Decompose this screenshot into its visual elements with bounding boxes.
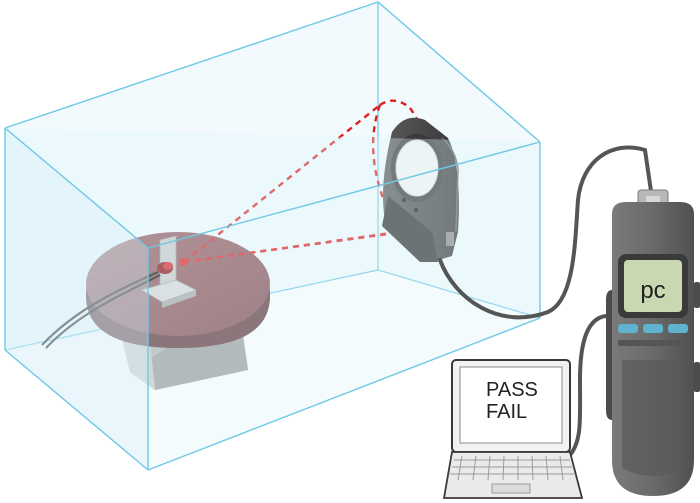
enclosure-front	[4, 127, 541, 471]
sensor-cable	[438, 145, 654, 320]
meter-button-center[interactable]	[643, 324, 663, 333]
illuminance-meter: pc	[606, 189, 700, 496]
meter-button-left[interactable]	[618, 324, 638, 333]
led-under-test	[157, 258, 187, 274]
laptop-touchpad[interactable]	[491, 483, 531, 494]
meter-button-right[interactable]	[668, 324, 688, 333]
meter-lcd-text: pc	[640, 277, 665, 304]
sensor-head	[382, 117, 459, 262]
laptop-cable	[568, 314, 608, 457]
laptop-status-fail: FAIL	[486, 401, 527, 423]
led-bracket	[141, 235, 198, 308]
laptop: PASS FAIL	[442, 359, 584, 499]
laptop-status-pass: PASS	[486, 379, 538, 401]
laptop-keyboard[interactable]	[450, 455, 574, 481]
